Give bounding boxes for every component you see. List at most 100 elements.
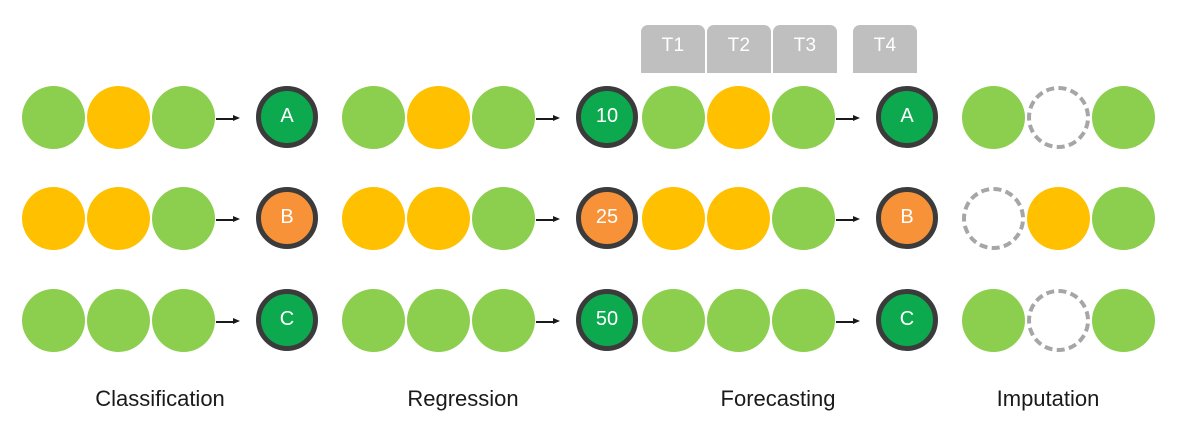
- series-row: 10: [320, 86, 638, 152]
- series-row: A: [0, 86, 318, 152]
- prediction-arrow-icon: [536, 318, 560, 325]
- series-row: A: [620, 86, 938, 152]
- arrow-head: [853, 318, 860, 324]
- outcome-node[interactable]: B: [876, 187, 938, 249]
- observation-node-green[interactable]: [962, 86, 1025, 149]
- series-row: B: [620, 187, 938, 253]
- arrow-shaft: [216, 218, 233, 221]
- missing-value-node[interactable]: [1027, 289, 1090, 352]
- arrow-shaft: [536, 218, 553, 221]
- outcome-label: 10: [595, 105, 619, 127]
- observation-node-green[interactable]: [1092, 86, 1155, 149]
- panel-caption-classification: Classification: [95, 386, 225, 411]
- arrow-head: [233, 115, 240, 121]
- arrow-shaft: [216, 320, 233, 323]
- arrow-head: [553, 216, 560, 222]
- observation-node-green[interactable]: [87, 289, 150, 352]
- observation-node-amber[interactable]: [1027, 187, 1090, 250]
- arrow-head: [853, 115, 860, 121]
- arrow-shaft: [836, 117, 853, 120]
- observation-node-green[interactable]: [642, 289, 705, 352]
- observation-node-green[interactable]: [407, 289, 470, 352]
- timestep-chip-t2[interactable]: T2: [707, 25, 771, 73]
- timestep-chip-t3[interactable]: T3: [773, 25, 837, 73]
- observation-node-amber[interactable]: [407, 86, 470, 149]
- observation-node-amber[interactable]: [707, 86, 770, 149]
- panel-imputation: Imputation: [940, 0, 1183, 435]
- observation-node-green[interactable]: [772, 289, 835, 352]
- prediction-arrow-icon: [836, 318, 860, 325]
- observation-node-green[interactable]: [1092, 187, 1155, 250]
- outcome-node[interactable]: B: [256, 187, 318, 249]
- observation-node-amber[interactable]: [407, 187, 470, 250]
- timestep-chip-t4[interactable]: T4: [853, 25, 917, 73]
- observation-node-green[interactable]: [642, 86, 705, 149]
- series-row: C: [0, 289, 318, 355]
- outcome-node[interactable]: A: [256, 86, 318, 148]
- observation-node-green[interactable]: [342, 86, 405, 149]
- series-row: B: [0, 187, 318, 253]
- prediction-arrow-icon: [836, 115, 860, 122]
- outcome-label: B: [280, 206, 294, 228]
- series-row: 50: [320, 289, 638, 355]
- arrow-shaft: [536, 320, 553, 323]
- observation-node-green[interactable]: [772, 86, 835, 149]
- outcome-label: C: [279, 308, 295, 330]
- observation-node-green[interactable]: [1092, 289, 1155, 352]
- observation-node-green[interactable]: [472, 187, 535, 250]
- observation-node-amber[interactable]: [642, 187, 705, 250]
- series-row: [940, 86, 1183, 152]
- observation-node-green[interactable]: [472, 289, 535, 352]
- outcome-node[interactable]: C: [876, 289, 938, 351]
- prediction-arrow-icon: [216, 115, 240, 122]
- outcome-label: B: [900, 206, 914, 228]
- observation-node-green[interactable]: [152, 187, 215, 250]
- arrow-shaft: [836, 320, 853, 323]
- outcome-node[interactable]: A: [876, 86, 938, 148]
- panel-caption-imputation: Imputation: [996, 386, 1100, 411]
- outcome-label: A: [280, 105, 294, 127]
- outcome-label: 25: [595, 206, 619, 228]
- arrow-shaft: [836, 218, 853, 221]
- observation-node-amber[interactable]: [342, 187, 405, 250]
- arrow-shaft: [536, 117, 553, 120]
- observation-node-green[interactable]: [22, 289, 85, 352]
- arrow-head: [853, 216, 860, 222]
- missing-value-node[interactable]: [1027, 86, 1090, 149]
- observation-node-green[interactable]: [472, 86, 535, 149]
- panel-caption-forecasting: Forecasting: [720, 386, 836, 411]
- observation-node-green[interactable]: [152, 289, 215, 352]
- series-row: C: [620, 289, 938, 355]
- arrow-shaft: [216, 117, 233, 120]
- arrow-head: [553, 318, 560, 324]
- prediction-arrow-icon: [536, 115, 560, 122]
- arrow-head: [233, 318, 240, 324]
- observation-node-green[interactable]: [962, 289, 1025, 352]
- observation-node-green[interactable]: [22, 86, 85, 149]
- observation-node-amber[interactable]: [22, 187, 85, 250]
- observation-node-amber[interactable]: [707, 187, 770, 250]
- panel-classification: A B C Classification: [0, 0, 320, 435]
- series-row: 25: [320, 187, 638, 253]
- timestep-chip-t1[interactable]: T1: [641, 25, 705, 73]
- series-row: [940, 289, 1183, 355]
- arrow-head: [233, 216, 240, 222]
- observation-node-green[interactable]: [342, 289, 405, 352]
- outcome-node[interactable]: C: [256, 289, 318, 351]
- prediction-arrow-icon: [536, 216, 560, 223]
- observation-node-green[interactable]: [772, 187, 835, 250]
- series-row: [940, 187, 1183, 253]
- observation-node-green[interactable]: [152, 86, 215, 149]
- observation-node-amber[interactable]: [87, 187, 150, 250]
- panel-caption-regression: Regression: [407, 386, 519, 411]
- missing-value-node[interactable]: [962, 187, 1025, 250]
- observation-node-amber[interactable]: [87, 86, 150, 149]
- observation-node-green[interactable]: [707, 289, 770, 352]
- prediction-arrow-icon: [216, 216, 240, 223]
- outcome-label: 50: [595, 308, 619, 330]
- prediction-arrow-icon: [216, 318, 240, 325]
- outcome-label: A: [900, 105, 914, 127]
